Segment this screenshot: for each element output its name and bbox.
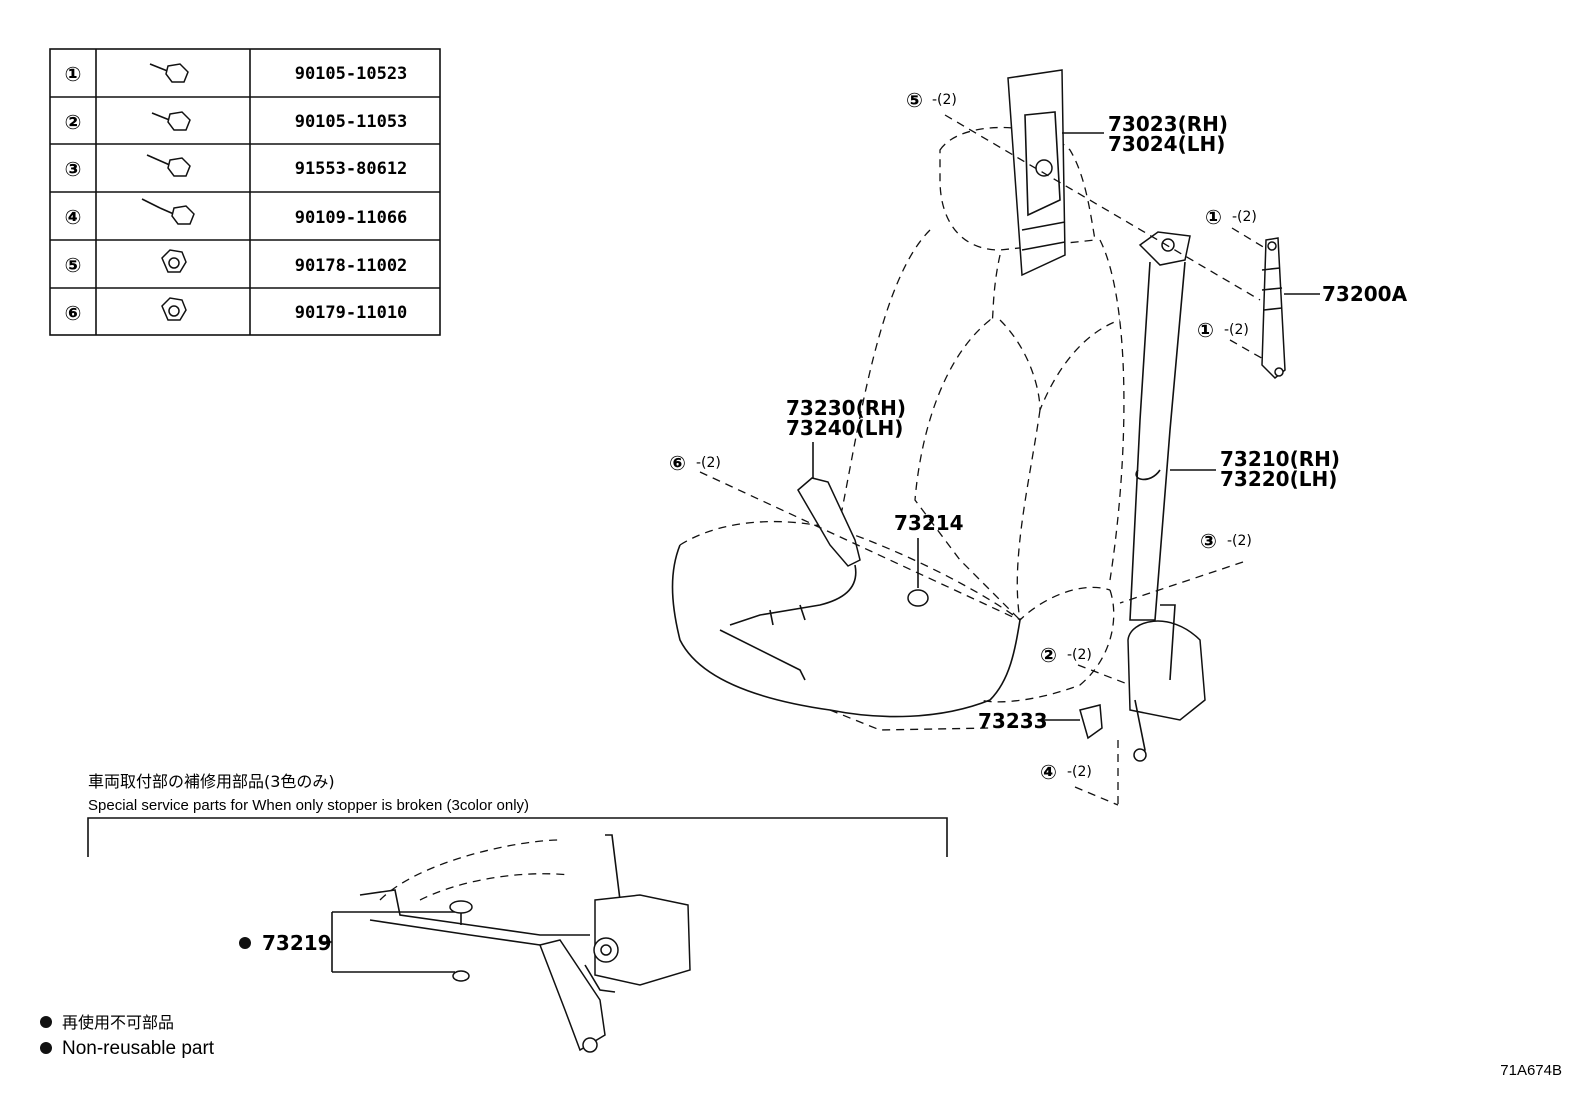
stopper-cover-part bbox=[1079, 704, 1103, 740]
legend-ja: 再使用不可部品 bbox=[62, 1013, 174, 1032]
table-row-mark: ① bbox=[65, 62, 82, 86]
non-reusable-dot-icon bbox=[239, 937, 251, 949]
buckle-part bbox=[729, 477, 861, 626]
bolt-icon bbox=[151, 111, 191, 131]
table-row-mark: ③ bbox=[65, 157, 82, 181]
nut-icon bbox=[161, 297, 187, 321]
special-service-section: 車両取付部の補修用部品(3色のみ) Special service parts … bbox=[87, 772, 948, 1053]
callout-mark: ⑤ bbox=[906, 88, 923, 112]
label-73023: 73023(RH) bbox=[1108, 112, 1228, 136]
table-row-mark: ② bbox=[65, 110, 82, 134]
callouts: ⑤ -(2) ① -(2) ① -(2) ⑥ -(2) ③ -(2) ② -(2… bbox=[669, 88, 1257, 784]
callout-mark: ① bbox=[1205, 205, 1222, 229]
table-row-mark: ⑤ bbox=[65, 253, 82, 277]
diagram-code: 71A674B bbox=[1500, 1062, 1562, 1079]
non-reusable-dot-icon bbox=[40, 1016, 52, 1028]
table-row-part-number: 90105-10523 bbox=[295, 64, 408, 84]
callout-qty: -(2) bbox=[696, 455, 721, 471]
callout-mark: ⑥ bbox=[669, 451, 686, 475]
callout-mark: ③ bbox=[1200, 529, 1217, 553]
special-title-en: Special service parts for When only stop… bbox=[88, 797, 529, 814]
label-73024: 73024(LH) bbox=[1108, 132, 1225, 156]
label-73210: 73210(RH) bbox=[1220, 447, 1340, 471]
shoulder-bolt-icon bbox=[141, 198, 195, 225]
seat-belt-assembly bbox=[1127, 231, 1206, 762]
label-73230: 73230(RH) bbox=[786, 396, 906, 420]
leader-lines bbox=[320, 132, 1320, 973]
table-row-part-number: 91553-80612 bbox=[295, 159, 408, 179]
parts-table: ① ② ③ ④ ⑤ ⑥ 90105-10523 90105-11053 9155… bbox=[49, 48, 441, 336]
callout-qty: -(2) bbox=[1227, 533, 1252, 549]
label-73220: 73220(LH) bbox=[1220, 467, 1337, 491]
callout-qty: -(2) bbox=[1232, 209, 1257, 225]
seat-outline bbox=[671, 126, 1125, 731]
legend: 再使用不可部品 Non-reusable part bbox=[40, 1013, 215, 1059]
label-73214: 73214 bbox=[894, 511, 964, 535]
non-reusable-dot-icon bbox=[40, 1042, 52, 1054]
label-73240: 73240(LH) bbox=[786, 416, 903, 440]
legend-en: Non-reusable part bbox=[62, 1038, 215, 1059]
fastener-lines bbox=[699, 114, 1266, 808]
pillar-cover-part bbox=[1007, 69, 1066, 277]
label-73233: 73233 bbox=[978, 709, 1048, 733]
bolt-icon bbox=[149, 63, 189, 83]
table-row-part-number: 90179-11010 bbox=[295, 303, 408, 323]
bolt-icon bbox=[146, 154, 191, 177]
part-labels: 73023(RH) 73024(LH) 73200A 73230(RH) 732… bbox=[262, 112, 1408, 955]
callout-mark: ④ bbox=[1040, 760, 1057, 784]
table-row-mark: ④ bbox=[65, 205, 82, 229]
special-title-ja: 車両取付部の補修用部品(3色のみ) bbox=[88, 772, 335, 791]
callout-mark: ① bbox=[1197, 318, 1214, 342]
callout-qty: -(2) bbox=[1067, 647, 1092, 663]
label-73219: 73219 bbox=[262, 931, 332, 955]
table-row-part-number: 90178-11002 bbox=[295, 256, 408, 276]
callout-qty: -(2) bbox=[932, 92, 957, 108]
callout-qty: -(2) bbox=[1224, 322, 1249, 338]
grommet-part bbox=[907, 589, 929, 607]
label-73200a: 73200A bbox=[1322, 282, 1408, 306]
table-row-part-number: 90109-11066 bbox=[295, 208, 408, 228]
callout-mark: ② bbox=[1040, 643, 1057, 667]
table-row-part-number: 90105-11053 bbox=[295, 112, 408, 132]
height-adjuster-part bbox=[1261, 237, 1286, 380]
callout-qty: -(2) bbox=[1067, 764, 1092, 780]
table-row-mark: ⑥ bbox=[65, 301, 82, 325]
nut-icon bbox=[161, 249, 187, 273]
